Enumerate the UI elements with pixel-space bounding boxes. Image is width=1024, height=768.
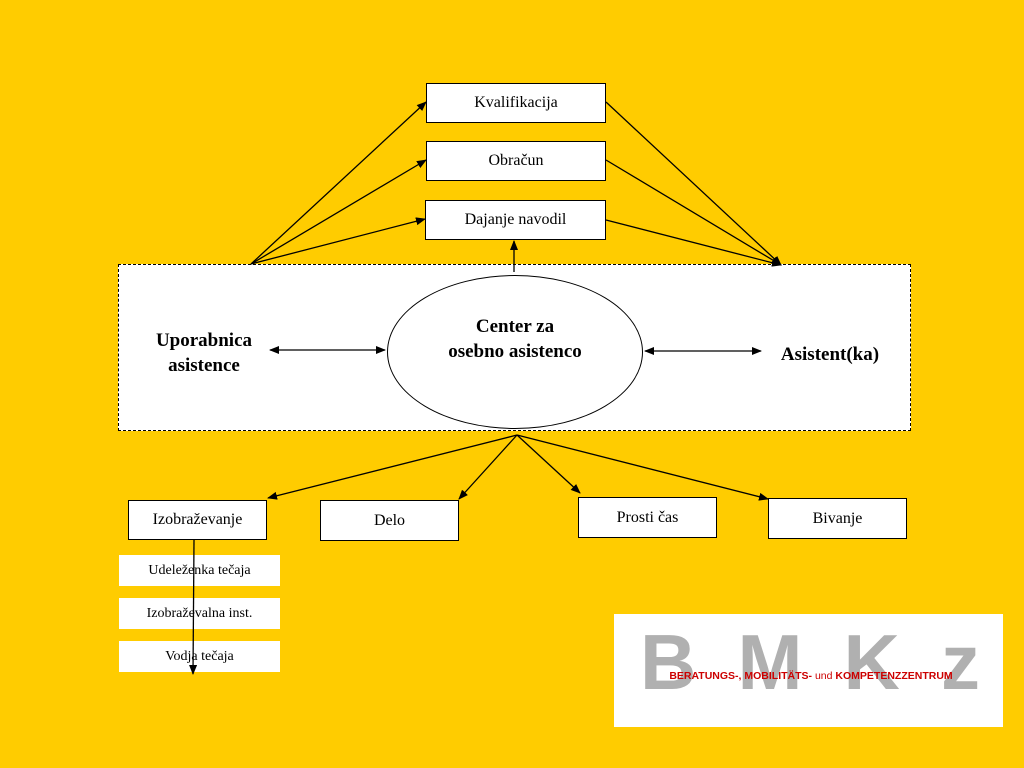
logo-text-part2: KOMPETENZZENTRUM [835,670,953,682]
logo-text-part1: BERATUNGS-, MOBILITÄTS- [669,670,813,682]
logo-text-und: und [814,670,833,682]
education-box: Izobraževanje [128,500,267,540]
education-label: Izobraževanje [152,511,243,528]
arrow-to-billing [250,159,427,265]
logo-letter-k: K [843,618,900,706]
leader-label: Vodja tečaja [165,648,234,664]
arrow-to-work [458,434,518,500]
arrow-education-down [189,539,198,675]
arrow-to-education [267,434,518,500]
arrow-to-instructions [250,217,426,265]
work-label: Delo [373,511,406,529]
qualification-label: Kvalifikacija [474,94,558,111]
logo-letter-b: B [640,618,697,706]
living-box: Bivanje [768,498,907,539]
arrow-billing-to-assistant [605,159,782,266]
qualification-box: Kvalifikacija [426,83,606,123]
participant-label: Udeleženka tečaja [148,562,251,578]
left-label: Uporabnica asistence [138,328,270,378]
arrow-to-qualification [250,101,427,265]
institution-box: Izobraževalna inst. [119,598,280,629]
leisure-box: Prosti čas [578,497,717,538]
participant-box: Udeleženka tečaja [119,555,280,586]
living-label: Bivanje [812,509,863,527]
logo-letters: B M K z [640,622,980,702]
institution-label: Izobraževalna inst. [146,605,253,621]
billing-label: Obračun [488,152,544,169]
instructions-box: Dajanje navodil [425,200,606,240]
work-box: Delo [320,500,459,541]
arrow-to-leisure [516,434,581,494]
arrow-to-living [516,434,769,501]
instructions-label: Dajanje navodil [464,211,567,228]
center-title: Center za osebno asistenco [400,314,630,364]
billing-box: Obračun [426,141,606,181]
center-ellipse [387,275,643,429]
leisure-label: Prosti čas [616,508,679,526]
arrow-instructions-to-assistant [605,219,782,267]
left-label-line1: Uporabnica [155,330,253,351]
logo-letter-m: M [737,618,803,706]
right-label: Asistent(ka) [780,344,880,365]
left-label-line2: asistence [168,355,240,376]
leader-box: Vodja tečaja [119,641,280,672]
bmkz-logo: B M K z BERATUNGS-, MOBILITÄTS- und KOMP… [614,614,1003,727]
logo-letter-z: z [941,618,980,706]
arrow-qualification-to-assistant [605,101,782,266]
logo-tagline: BERATUNGS-, MOBILITÄTS- und KOMPETENZZEN… [636,670,986,682]
center-title-line2: osebno asistenco [448,341,582,362]
center-title-line1: Center za [475,316,555,337]
